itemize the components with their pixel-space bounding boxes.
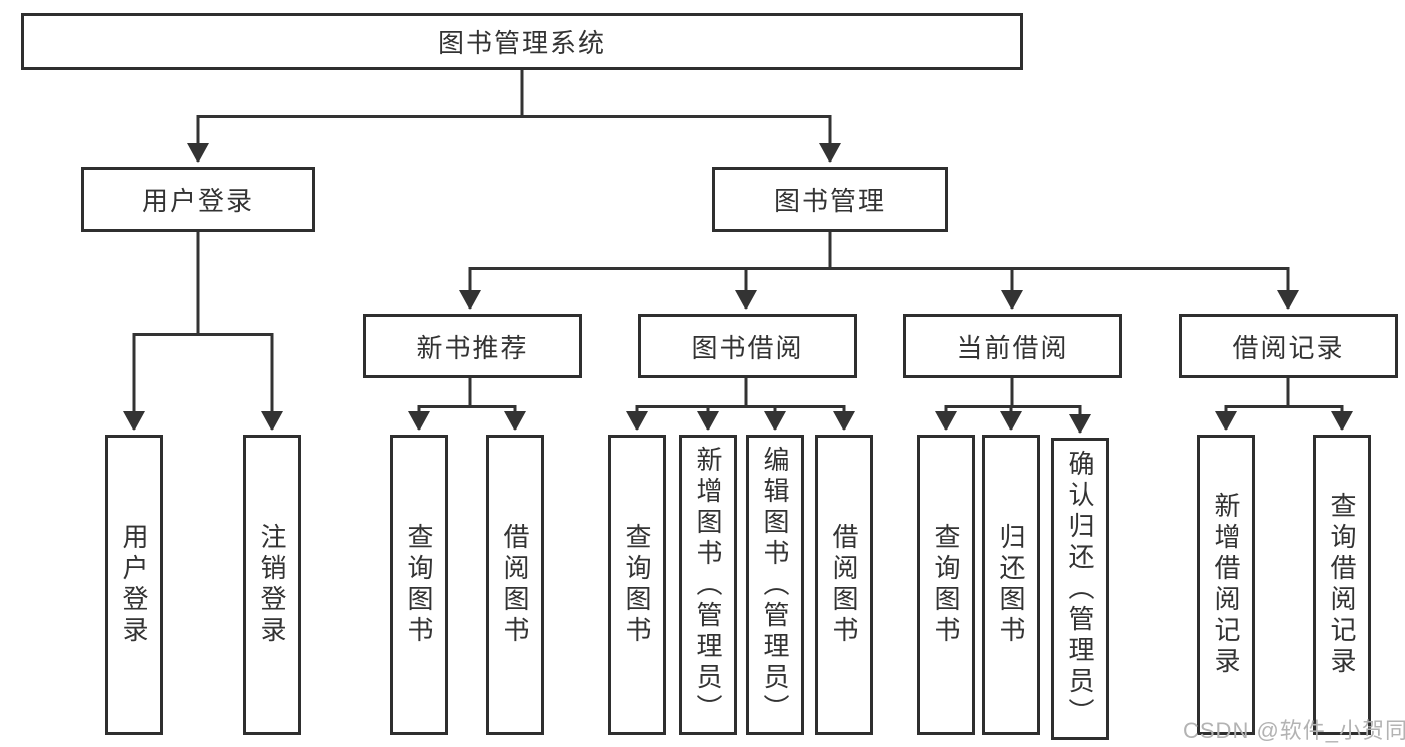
csdn-watermark: CSDN @软件_小贺同学 [1183, 718, 1405, 743]
node-label: 新增图书（管理员） [693, 445, 723, 725]
leaf-query-books-recommend: 查询图书 [390, 435, 448, 735]
leaf-user-login: 用户登录 [105, 435, 163, 735]
node-label: 新书推荐 [416, 332, 529, 363]
leaf-logout: 注销登录 [243, 435, 301, 735]
node-label: 用户登录 [141, 186, 254, 216]
node-label: 当前借阅 [956, 332, 1069, 363]
node-label: 注销登录 [257, 523, 287, 647]
leaf-query-borrow-record: 查询借阅记录 [1313, 435, 1371, 735]
leaf-query-books-borrow: 查询图书 [608, 435, 666, 735]
node-label: 查询借阅记录 [1327, 492, 1357, 678]
leaf-return-books: 归还图书 [982, 435, 1040, 735]
node-label: 借阅图书 [500, 523, 530, 647]
node-library-management-system: 图书管理系统 [21, 13, 1023, 70]
node-label: 编辑图书（管理员） [760, 445, 790, 725]
node-label: 图书借阅 [691, 332, 804, 363]
leaf-add-books-admin: 新增图书（管理员） [679, 435, 737, 735]
node-label: 新增借阅记录 [1211, 492, 1241, 678]
leaf-confirm-return-admin: 确认归还（管理员） [1051, 438, 1109, 740]
node-label: 图书管理 [773, 186, 886, 216]
leaf-borrow-books: 借阅图书 [815, 435, 873, 735]
leaf-add-borrow-record: 新增借阅记录 [1197, 435, 1255, 735]
leaf-query-books-current: 查询图书 [917, 435, 975, 735]
node-label: 查询图书 [622, 523, 652, 647]
node-current-borrow: 当前借阅 [903, 314, 1122, 378]
node-label: 借阅记录 [1232, 332, 1345, 363]
node-label: 确认归还（管理员） [1065, 449, 1095, 729]
leaf-edit-books-admin: 编辑图书（管理员） [746, 435, 804, 735]
node-label: 图书管理系统 [437, 28, 606, 58]
node-user-login: 用户登录 [81, 167, 315, 232]
node-new-book-recommend: 新书推荐 [363, 314, 582, 378]
node-label: 借阅图书 [829, 523, 859, 647]
node-book-management: 图书管理 [712, 167, 948, 232]
node-label: 用户登录 [119, 523, 149, 647]
node-label: 查询图书 [404, 523, 434, 647]
leaf-borrow-books-recommend: 借阅图书 [486, 435, 544, 735]
node-label: 查询图书 [931, 523, 961, 647]
node-label: 归还图书 [996, 523, 1026, 647]
node-borrow-records: 借阅记录 [1179, 314, 1398, 378]
node-book-borrow: 图书借阅 [638, 314, 857, 378]
